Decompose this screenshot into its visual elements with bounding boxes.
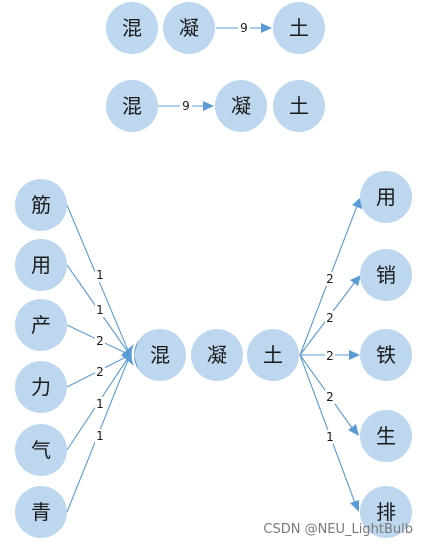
- center-node-1-arrival-wedge: [133, 340, 139, 370]
- left-node-1: [15, 179, 67, 231]
- right-nodes: 用 销 铁 生 排: [360, 171, 412, 538]
- left-node-3: [15, 299, 67, 351]
- row1-node-3-label: 土: [289, 16, 309, 40]
- row2-node-1-label: 混: [122, 94, 142, 118]
- center-node-1: [134, 329, 186, 381]
- row1: 9 混 凝 土: [106, 2, 325, 54]
- right-label-5: 1: [326, 430, 334, 444]
- right-node-3: [360, 329, 412, 381]
- right-node-2-label: 销: [376, 263, 396, 287]
- left-label-2: 1: [96, 303, 104, 317]
- right-label-3-bg: [325, 349, 335, 363]
- left-edge-labels: 1 1 2 2 1 1: [95, 268, 105, 443]
- left-node-4-label: 力: [31, 375, 51, 399]
- right-label-2-bg: [325, 311, 335, 325]
- left-label-1: 1: [96, 268, 104, 282]
- left-label-6-bg: [95, 429, 105, 443]
- left-nodes: 筋 用 产 力 气 青: [15, 179, 67, 538]
- row1-node-2-label: 凝: [179, 16, 199, 40]
- watermark: CSDN @NEU_LightBulb: [263, 522, 413, 537]
- left-node-6-label: 青: [31, 500, 51, 524]
- row2: 9 混 凝 土: [106, 80, 325, 132]
- row1-node-1-label: 混: [122, 16, 142, 40]
- right-label-5-bg: [325, 430, 335, 444]
- left-label-2-bg: [95, 303, 105, 317]
- right-node-2: [360, 249, 412, 301]
- row2-node-1: [106, 80, 158, 132]
- left-node-2: [15, 239, 67, 291]
- row1-node-2: [163, 2, 215, 54]
- right-label-1: 2: [326, 272, 334, 286]
- center-node-2-label: 凝: [207, 343, 227, 367]
- tree: 1 1 2 2 1 1 2 2 2 2 1 筋: [15, 171, 412, 538]
- left-label-4: 2: [96, 365, 104, 379]
- right-label-2: 2: [326, 311, 334, 325]
- left-label-3: 2: [96, 334, 104, 348]
- row2-node-2-label: 凝: [231, 94, 251, 118]
- right-label-4-bg: [325, 390, 335, 404]
- left-label-5: 1: [96, 397, 104, 411]
- right-node-4: [360, 410, 412, 462]
- left-node-6: [15, 486, 67, 538]
- row1-arrowhead: [261, 23, 272, 33]
- left-node-3-label: 产: [31, 313, 51, 337]
- center-node-3: [247, 329, 299, 381]
- row2-node-3: [273, 80, 325, 132]
- right-edge-3-arrowhead: [349, 350, 360, 360]
- left-label-1-bg: [95, 268, 105, 282]
- right-node-3-label: 铁: [376, 343, 396, 367]
- right-label-4: 2: [326, 390, 334, 404]
- row2-arrowhead: [203, 101, 214, 111]
- right-node-5-label: 排: [376, 500, 396, 524]
- row2-edge-label: 9: [182, 99, 190, 113]
- left-label-6: 1: [96, 429, 104, 443]
- center-node-1-arrival-wedge-fill: [121, 344, 134, 366]
- center-node-3-label: 土: [263, 343, 283, 367]
- left-node-5-label: 气: [31, 438, 51, 462]
- row2-edge-label-bg: [180, 98, 192, 114]
- row1-edge-label: 9: [240, 21, 248, 35]
- left-node-2-label: 用: [31, 253, 51, 277]
- right-node-1: [360, 171, 412, 223]
- left-label-3-bg: [95, 334, 105, 348]
- row2-node-3-label: 土: [289, 94, 309, 118]
- right-edge-4-arrowhead: [348, 424, 359, 436]
- right-label-1-bg: [325, 272, 335, 286]
- left-label-5-bg: [95, 397, 105, 411]
- right-edge-5: [299, 354, 356, 504]
- left-label-4-bg: [95, 365, 105, 379]
- row1-node-3: [273, 2, 325, 54]
- right-node-1-label: 用: [376, 185, 396, 209]
- left-node-1-label: 筋: [31, 193, 51, 217]
- row1-edge-label-bg: [238, 20, 250, 36]
- center-node-2: [191, 329, 243, 381]
- right-node-5: [360, 486, 412, 538]
- left-node-5: [15, 424, 67, 476]
- right-edge-2-arrowhead: [350, 275, 361, 286]
- right-edge-1-arrowhead: [352, 197, 362, 209]
- right-node-4-label: 生: [376, 424, 396, 448]
- right-edge-labels: 2 2 2 2 1: [325, 272, 335, 444]
- row1-node-1: [106, 2, 158, 54]
- left-edges: [66, 204, 131, 513]
- center-node-1-label: 混: [150, 343, 170, 367]
- center-nodes: 混 凝 土: [121, 329, 299, 381]
- right-edge-5-arrowhead: [350, 500, 359, 512]
- row2-node-2: [215, 80, 267, 132]
- left-node-4: [15, 361, 67, 413]
- right-label-3: 2: [326, 349, 334, 363]
